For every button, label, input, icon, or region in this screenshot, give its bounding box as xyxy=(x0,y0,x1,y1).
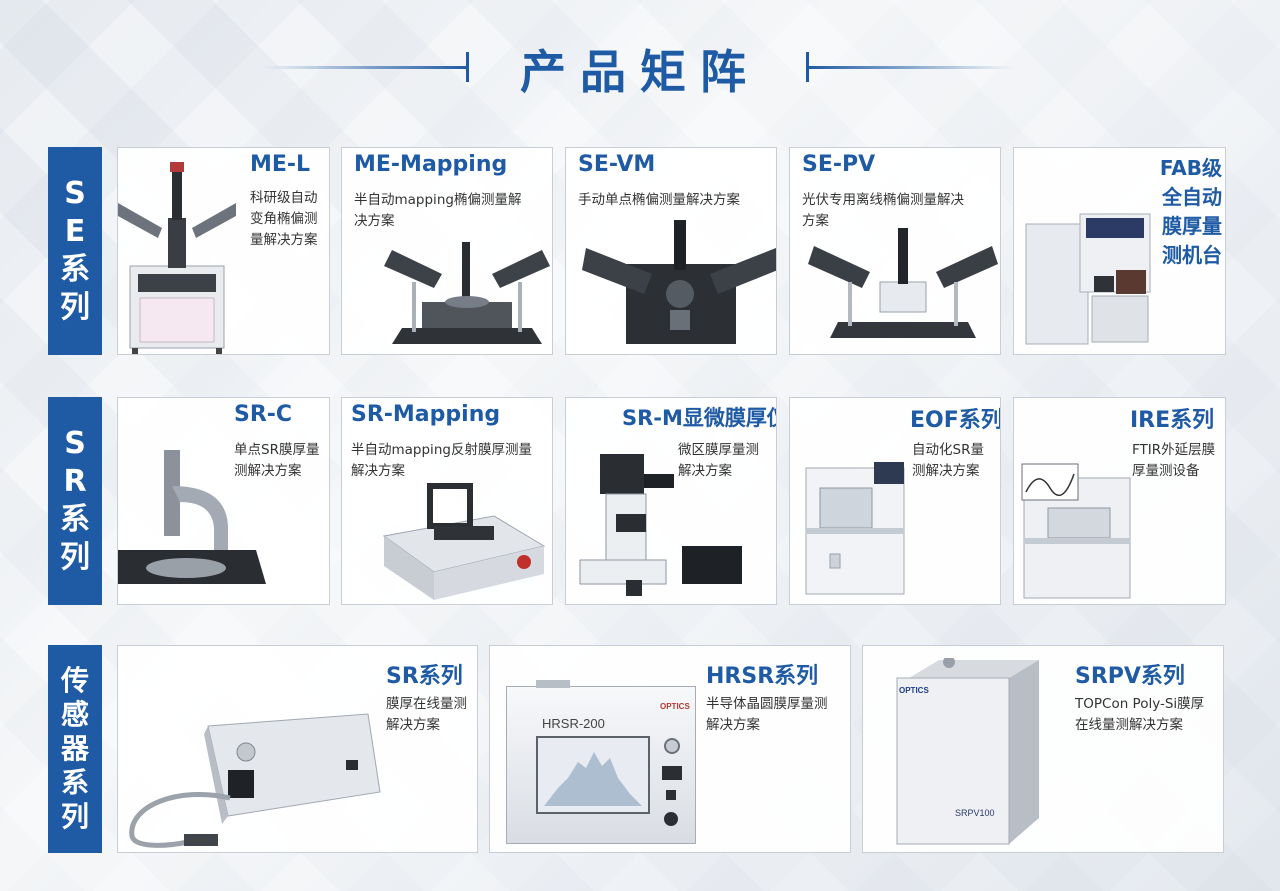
row-label-sensor-text: 传感器系列 xyxy=(60,664,89,833)
hrsr-screen-label: HRSR-200 xyxy=(542,716,605,731)
product-card-se-vm[interactable]: SE-VM 手动单点椭偏测量解决方案 xyxy=(565,147,777,355)
me-mapping-device-image xyxy=(382,232,552,350)
product-card-eof[interactable]: EOF系列 自动化SR量测解决方案 xyxy=(789,397,1001,605)
product-name: ME-L xyxy=(250,152,311,177)
product-name: FAB级全自动膜厚量测机台 xyxy=(1159,156,1222,267)
product-card-hrsr[interactable]: HRSR系列 半导体晶圆膜厚量测解决方案 HRSR-200 OPTICS xyxy=(489,645,851,853)
product-card-fab[interactable]: FAB级全自动膜厚量测机台 xyxy=(1013,147,1226,355)
product-name: SR-C xyxy=(234,402,293,427)
product-desc: 自动化SR量测解决方案 xyxy=(912,442,984,479)
product-desc: 科研级自动变角椭偏测量解决方案 xyxy=(250,190,318,248)
title-rule-left-cap xyxy=(466,52,469,82)
product-desc: 微区膜厚量测解决方案 xyxy=(678,442,759,479)
product-card-se-pv[interactable]: SE-PV 光伏专用离线椭偏测量解决方案 xyxy=(789,147,1001,355)
product-name: HRSR系列 xyxy=(706,664,819,689)
power-button-icon xyxy=(664,738,680,754)
product-desc: 半自动mapping椭偏测量解决方案 xyxy=(354,192,522,229)
product-desc: FTIR外延层膜厚量测设备 xyxy=(1132,442,1216,479)
product-desc: 半自动mapping反射膜厚测量解决方案 xyxy=(351,442,532,479)
hrsr-vent xyxy=(536,680,570,688)
fab-device-image xyxy=(1020,206,1160,352)
se-pv-device-image xyxy=(808,222,998,348)
product-name: SRPV系列 xyxy=(1075,664,1185,689)
product-name: ME-Mapping xyxy=(354,152,508,177)
product-desc: 光伏专用离线椭偏测量解决方案 xyxy=(802,192,964,229)
title-rule-right-cap xyxy=(806,52,809,82)
product-desc: TOPCon Poly-Si膜厚在线量测解决方案 xyxy=(1075,696,1205,733)
hrsr-device-image: HRSR-200 OPTICS xyxy=(506,680,696,846)
product-name: SE-PV xyxy=(802,152,876,177)
product-desc: 单点SR膜厚量测解决方案 xyxy=(234,442,320,479)
product-card-sr-m[interactable]: SR-M显微膜厚仪 微区膜厚量测解决方案 xyxy=(565,397,777,605)
row-label-se: SE系列 xyxy=(48,147,102,355)
sr-c-device-image xyxy=(118,446,276,588)
product-name: SR-M显微膜厚仪 xyxy=(622,406,777,430)
page-header: 产品矩阵 xyxy=(0,0,1280,135)
sr-mapping-device-image xyxy=(374,476,550,602)
product-card-me-mapping[interactable]: ME-Mapping 半自动mapping椭偏测量解决方案 xyxy=(341,147,553,355)
ire-device-image xyxy=(1018,458,1136,602)
usb-port-icon xyxy=(666,790,676,800)
product-card-sr-sensor[interactable]: SR系列 膜厚在线量测解决方案 xyxy=(117,645,478,853)
hrsr-brand-logo: OPTICS xyxy=(660,702,690,711)
product-name: EOF系列 xyxy=(910,408,1001,433)
srpv-model-label: SRPV100 xyxy=(955,808,995,818)
se-vm-device-image xyxy=(582,214,776,350)
product-card-me-l[interactable]: ME-L 科研级自动变角椭偏测量解决方案 xyxy=(117,147,330,355)
product-name: SR系列 xyxy=(386,664,463,689)
ethernet-port-icon xyxy=(662,766,682,780)
title-rule-left xyxy=(262,66,467,69)
row-label-sr-text: SR系列 xyxy=(60,426,90,575)
srpv-brand-logo: OPTICS xyxy=(899,686,929,695)
title-rule-right xyxy=(808,66,1013,69)
eof-device-image xyxy=(800,458,910,600)
row-label-sensor: 传感器系列 xyxy=(48,645,102,853)
product-card-sr-c[interactable]: SR-C 单点SR膜厚量测解决方案 xyxy=(117,397,330,605)
row-label-sr: SR系列 xyxy=(48,397,102,605)
me-l-device-image xyxy=(118,148,248,354)
sr-m-device-image xyxy=(570,434,750,600)
product-name: SR-Mapping xyxy=(351,402,501,427)
product-card-srpv[interactable]: SRPV系列 TOPCon Poly-Si膜厚在线量测解决方案 OPTICS S… xyxy=(862,645,1224,853)
product-card-ire[interactable]: IRE系列 FTIR外延层膜厚量测设备 xyxy=(1013,397,1226,605)
product-name: IRE系列 xyxy=(1130,408,1215,433)
product-name: SE-VM xyxy=(578,152,656,177)
srpv-device-image: OPTICS SRPV100 xyxy=(889,658,1049,848)
row-label-se-text: SE系列 xyxy=(60,176,90,325)
product-desc: 半导体晶圆膜厚量测解决方案 xyxy=(706,696,828,733)
connector-icon xyxy=(664,812,678,826)
product-card-sr-mapping[interactable]: SR-Mapping 半自动mapping反射膜厚测量解决方案 xyxy=(341,397,553,605)
hrsr-screen xyxy=(536,736,650,814)
page-title: 产品矩阵 xyxy=(520,45,760,99)
product-desc: 手动单点椭偏测量解决方案 xyxy=(578,192,740,208)
sr-sensor-device-image xyxy=(118,706,386,852)
product-desc: 膜厚在线量测解决方案 xyxy=(386,696,467,733)
